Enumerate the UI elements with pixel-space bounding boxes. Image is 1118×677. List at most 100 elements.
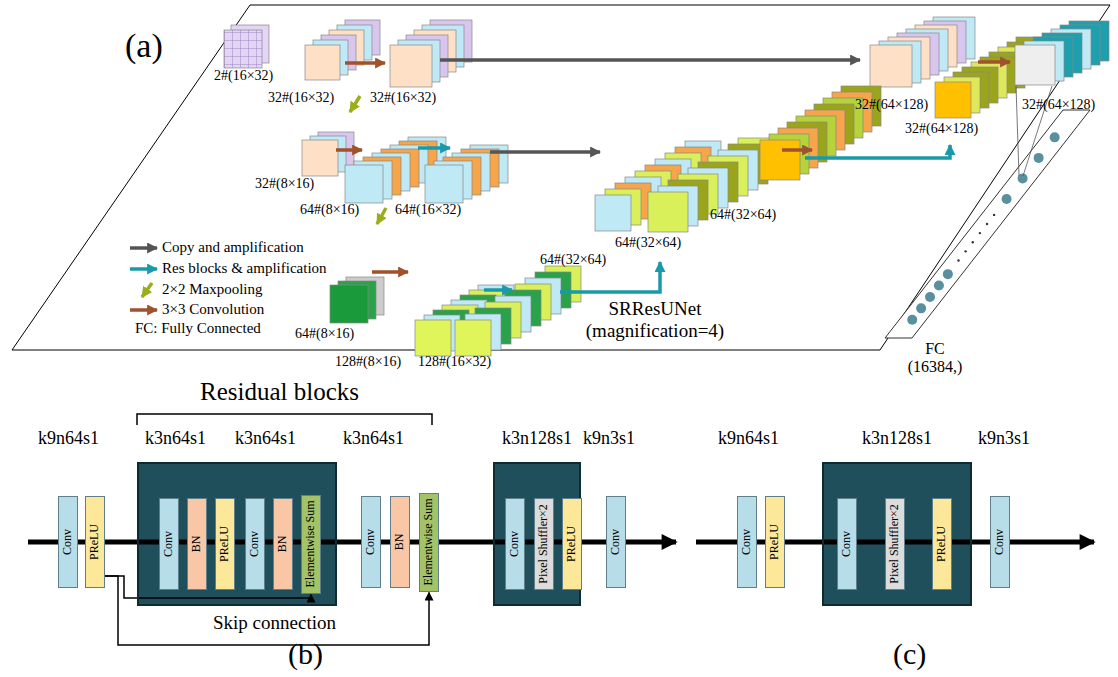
layer-box: Conv — [245, 498, 265, 590]
layer-name: Elementwise Sum — [422, 499, 436, 586]
layer-box: BN — [187, 498, 207, 590]
feature-map — [425, 165, 463, 203]
conv-arrow — [372, 270, 408, 274]
copy-arrow — [490, 150, 600, 154]
layer-box: Conv — [58, 496, 78, 588]
label-text: FC (16384,) — [898, 340, 972, 377]
layer-name: Conv — [740, 529, 754, 555]
label-text: 32#(64×128) — [905, 121, 978, 137]
feature-map — [648, 192, 688, 232]
layer-box: BN — [273, 498, 293, 590]
label-text: 64#(32×64) — [540, 252, 606, 268]
label-text: (b) — [288, 637, 323, 672]
layer-name: PReLU — [768, 524, 782, 560]
label-text: 64#(8×16) — [295, 326, 354, 342]
layer-box: PReLU — [85, 496, 105, 588]
layer-box: PReLU — [562, 498, 582, 590]
res-arrow — [484, 288, 512, 292]
legend-text: FC: Fully Connected — [135, 320, 261, 337]
layer-box: Elementwise Sum — [301, 495, 321, 594]
label-text: SRResUNet (magnification=4) — [570, 298, 740, 342]
label-text: 32#(64×128) — [855, 97, 928, 113]
feature-map — [224, 30, 262, 68]
feature-map — [305, 45, 340, 80]
feature-map — [1015, 45, 1055, 85]
layer-box: PReLU — [932, 498, 952, 590]
feature-map — [345, 165, 383, 203]
fc-strip — [885, 110, 1090, 338]
feature-map — [760, 140, 800, 180]
layer-box: Conv — [505, 498, 525, 590]
label-text: 64#(16×32) — [395, 202, 461, 218]
layer-box: BN — [390, 496, 410, 588]
label-text: k9n3s1 — [583, 428, 635, 449]
feature-map — [455, 320, 491, 356]
layer-box: Pixel Shuffler×2 — [885, 498, 905, 590]
feature-map — [330, 285, 368, 323]
layer-box: Pixel Shuffler×2 — [534, 498, 554, 590]
fc-ellipsis — [972, 241, 974, 243]
fc-link — [1016, 86, 1019, 176]
label-text: 64#(32×64) — [615, 235, 681, 251]
legend-sample — [130, 246, 157, 250]
bracket — [137, 414, 432, 425]
conv-arrow — [978, 60, 1010, 64]
block-container: k3n128s1ConvPixel Shuffler×2PReLU — [493, 462, 581, 606]
feature-map — [302, 140, 338, 176]
fc-neuron — [907, 315, 917, 325]
feature-map — [390, 45, 432, 87]
layer-name: Conv — [248, 531, 262, 557]
res-arrow — [418, 146, 450, 150]
layer-box: Conv — [837, 498, 857, 590]
layer-box: Conv — [737, 496, 757, 588]
fc-ellipsis — [979, 232, 981, 234]
layer-name: PReLU — [218, 526, 232, 562]
label-text: k9n64s1 — [38, 428, 99, 449]
layer-name: BN — [190, 536, 204, 553]
fc-neuron — [925, 292, 935, 302]
label-text: 128#(8×16) — [335, 354, 401, 370]
block-fill — [822, 462, 972, 606]
layer-box: Conv — [361, 496, 381, 588]
fc-neuron — [1050, 132, 1060, 142]
label-text: 2#(16×32) — [214, 68, 273, 84]
layer-box: PReLU — [215, 498, 235, 590]
label-text: k3n64s1 — [343, 428, 404, 449]
layer-name: Conv — [508, 531, 522, 557]
label-text: 32#(16×32) — [268, 90, 334, 106]
layer-name: PReLU — [88, 524, 102, 560]
fc-ellipsis — [993, 214, 995, 216]
legend-text: 3×3 Convolution — [162, 301, 264, 318]
label-text: Skip connection — [213, 612, 336, 634]
block-fill — [137, 462, 337, 606]
layer-box: Conv — [159, 498, 179, 590]
layer-name: Pixel Shuffler×2 — [537, 504, 551, 584]
pool-arrow — [350, 96, 360, 112]
fc-ellipsis — [964, 250, 966, 252]
layer-name: Conv — [162, 531, 176, 557]
layer-box: Conv — [606, 496, 626, 588]
label-text: 64#(32×64) — [710, 207, 776, 223]
layer-name: BN — [393, 534, 407, 551]
block-label: k3n128s1 — [862, 428, 932, 449]
copy-arrow — [440, 58, 860, 62]
fc-ellipsis — [957, 259, 959, 261]
label-text: 32#(8×16) — [255, 176, 314, 192]
label-text: k9n3s1 — [978, 428, 1030, 449]
layer-name: PReLU — [935, 526, 949, 562]
res-arrow — [805, 145, 950, 158]
block-label: k3n128s1 — [502, 428, 572, 449]
feature-map — [415, 320, 451, 356]
fc-neuron — [934, 281, 944, 291]
legend-sample — [130, 267, 157, 271]
label-text: 64#(8×16) — [300, 202, 359, 218]
conv-arrow — [782, 148, 812, 152]
legend-text: Res blocks & amplification — [162, 260, 327, 277]
feature-map — [935, 82, 971, 118]
conv-arrow — [345, 61, 385, 65]
label-text: 128#(16×32) — [418, 354, 491, 370]
block-container: k3n128s1ConvPixel Shuffler×2PReLU — [822, 462, 972, 606]
legend-sample — [130, 308, 157, 312]
feature-map — [870, 45, 912, 87]
block-label: k3n64s1 — [235, 428, 296, 449]
